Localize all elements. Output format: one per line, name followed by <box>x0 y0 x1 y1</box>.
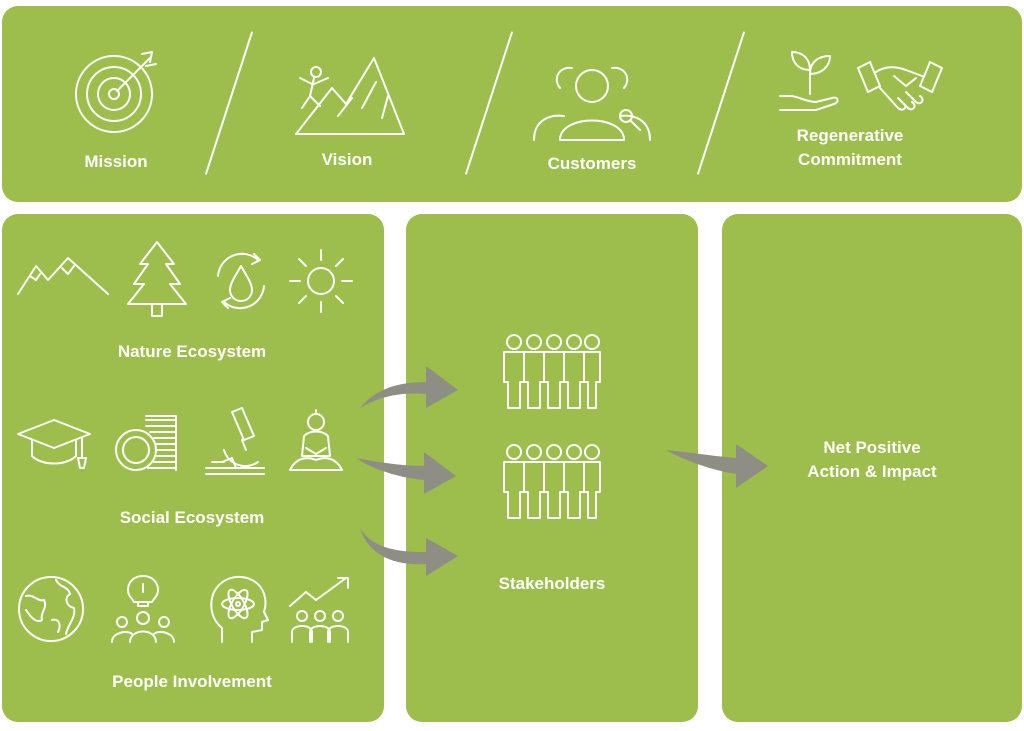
mountains-icon <box>17 257 109 295</box>
graduation-cap-icon <box>17 419 91 469</box>
divider <box>696 31 746 175</box>
people-group-icon <box>503 444 601 519</box>
right-panel: Net Positive Action & Impact <box>722 214 1022 722</box>
handshake-icon <box>857 61 943 111</box>
commitment-label: Commitment <box>798 150 902 169</box>
arrow-people-to-stakeholders <box>360 528 458 576</box>
net-positive-label: Net Positive <box>823 438 921 457</box>
sun-icon <box>289 249 353 313</box>
head-atom-icon <box>210 575 269 643</box>
people-group-icon <box>503 334 601 409</box>
nature-ecosystem-label: Nature Ecosystem <box>117 342 267 361</box>
left-panel: Nature Ecosystem Social Ecosystem <box>2 214 384 722</box>
arrow-stakeholders-to-impact <box>666 444 768 488</box>
mission-label: Mission <box>84 152 148 171</box>
team-idea-icon <box>111 575 175 643</box>
top-panel: Mission Vision Customers Regenerative Co… <box>2 6 1022 202</box>
mountain-climber-icon <box>295 57 405 135</box>
pine-tree-icon <box>127 241 187 317</box>
stakeholders-label: Stakeholders <box>498 574 606 593</box>
people-involvement-label: People Involvement <box>112 672 272 691</box>
customers-icon <box>533 66 651 141</box>
regenerative-label: Regenerative <box>796 126 904 145</box>
growth-team-icon <box>289 577 349 643</box>
arrow-nature-to-stakeholders <box>360 366 458 408</box>
globe-icon <box>18 576 84 642</box>
sprout-hand-icon <box>779 51 839 111</box>
middle-panel: Stakeholders <box>406 214 698 722</box>
divider <box>464 31 514 175</box>
microscope-icon <box>205 407 265 475</box>
vision-label: Vision <box>321 150 373 169</box>
water-cycle-icon <box>217 252 265 310</box>
divider <box>204 31 254 175</box>
customers-label: Customers <box>547 154 637 173</box>
coins-icon <box>115 415 177 471</box>
social-ecosystem-label: Social Ecosystem <box>119 508 265 527</box>
arrow-social-to-stakeholders <box>356 452 456 494</box>
target-icon <box>75 51 157 133</box>
action-impact-label: Action & Impact <box>807 462 937 481</box>
meditation-icon <box>289 409 343 471</box>
